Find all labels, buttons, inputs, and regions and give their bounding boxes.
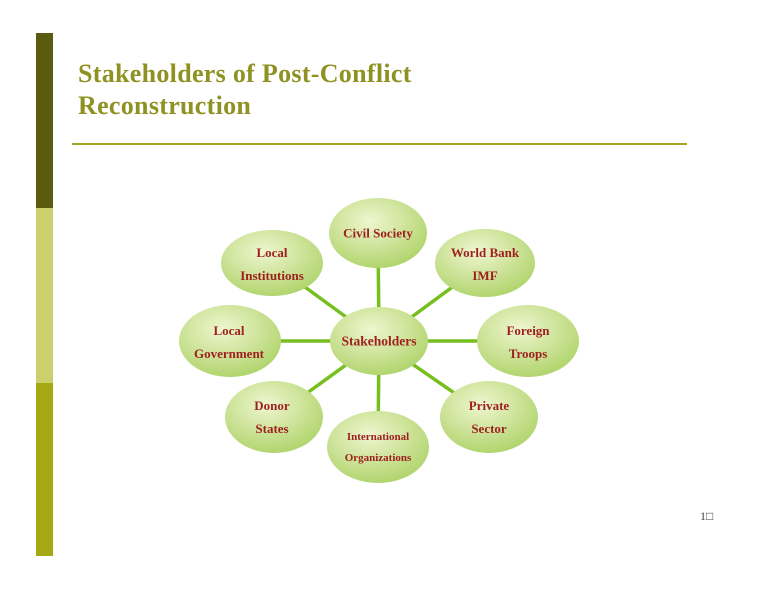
ellipse-international-organizations: [327, 411, 429, 483]
node-label-text: IMF: [472, 268, 498, 283]
node-label-foreign-troops: Foreign Troops: [463, 319, 593, 365]
accent-bar-segment-medium: [36, 383, 53, 556]
node-label-local-government: Local Government: [164, 319, 294, 365]
node-label-text: Private: [468, 398, 510, 413]
node-label-local-institutions: Local Institutions: [207, 241, 337, 287]
node-label-text: Stakeholders: [341, 333, 417, 349]
node-label-text: Institutions: [240, 268, 304, 283]
node-label-text: Civil Society: [343, 225, 413, 241]
ellipse-foreign-troops: [477, 305, 579, 377]
node-label-civil-society: Civil Society: [313, 222, 443, 245]
node-label-text: Organizations: [344, 452, 412, 464]
slide-title-line2: Reconstruction: [78, 91, 252, 120]
ellipse-local-government: [179, 305, 281, 377]
node-label-text: Government: [193, 346, 265, 361]
node-label-text: States: [255, 421, 289, 436]
accent-bar-segment-dark: [36, 33, 53, 208]
node-label-text: International: [346, 431, 410, 443]
slide-title: Stakeholders of Post-Conflict Reconstruc…: [78, 58, 412, 122]
title-underline: [72, 143, 687, 145]
node-label-text: Donor: [254, 398, 290, 413]
node-label-text: Foreign: [506, 323, 550, 338]
ellipse-stakeholders-center: [330, 307, 428, 375]
left-accent-bar: [36, 33, 53, 556]
ellipse-civil-society: [329, 198, 427, 268]
node-label-international-organizations: International Organizations: [313, 427, 443, 469]
accent-bar-segment-light: [36, 208, 53, 383]
ellipse-world-bank-imf: [435, 229, 535, 297]
ellipse-private-sector: [440, 381, 538, 453]
node-label-text: Local: [213, 323, 245, 338]
node-label-world-bank-imf: World Bank IMF: [420, 241, 550, 287]
node-label-text: World Bank: [450, 245, 520, 260]
node-label-stakeholders: Stakeholders: [314, 330, 444, 353]
node-label-private-sector: Private Sector: [424, 394, 554, 440]
node-label-text: Sector: [471, 421, 507, 436]
ellipse-donor-states: [225, 381, 323, 453]
node-label-text: Local: [256, 245, 288, 260]
ellipse-local-institutions: [221, 230, 323, 296]
node-label-donor-states: Donor States: [207, 394, 337, 440]
node-label-text: Troops: [508, 346, 548, 361]
page-number: 1□: [700, 509, 714, 523]
slide-title-line1: Stakeholders of Post-Conflict: [78, 59, 412, 88]
